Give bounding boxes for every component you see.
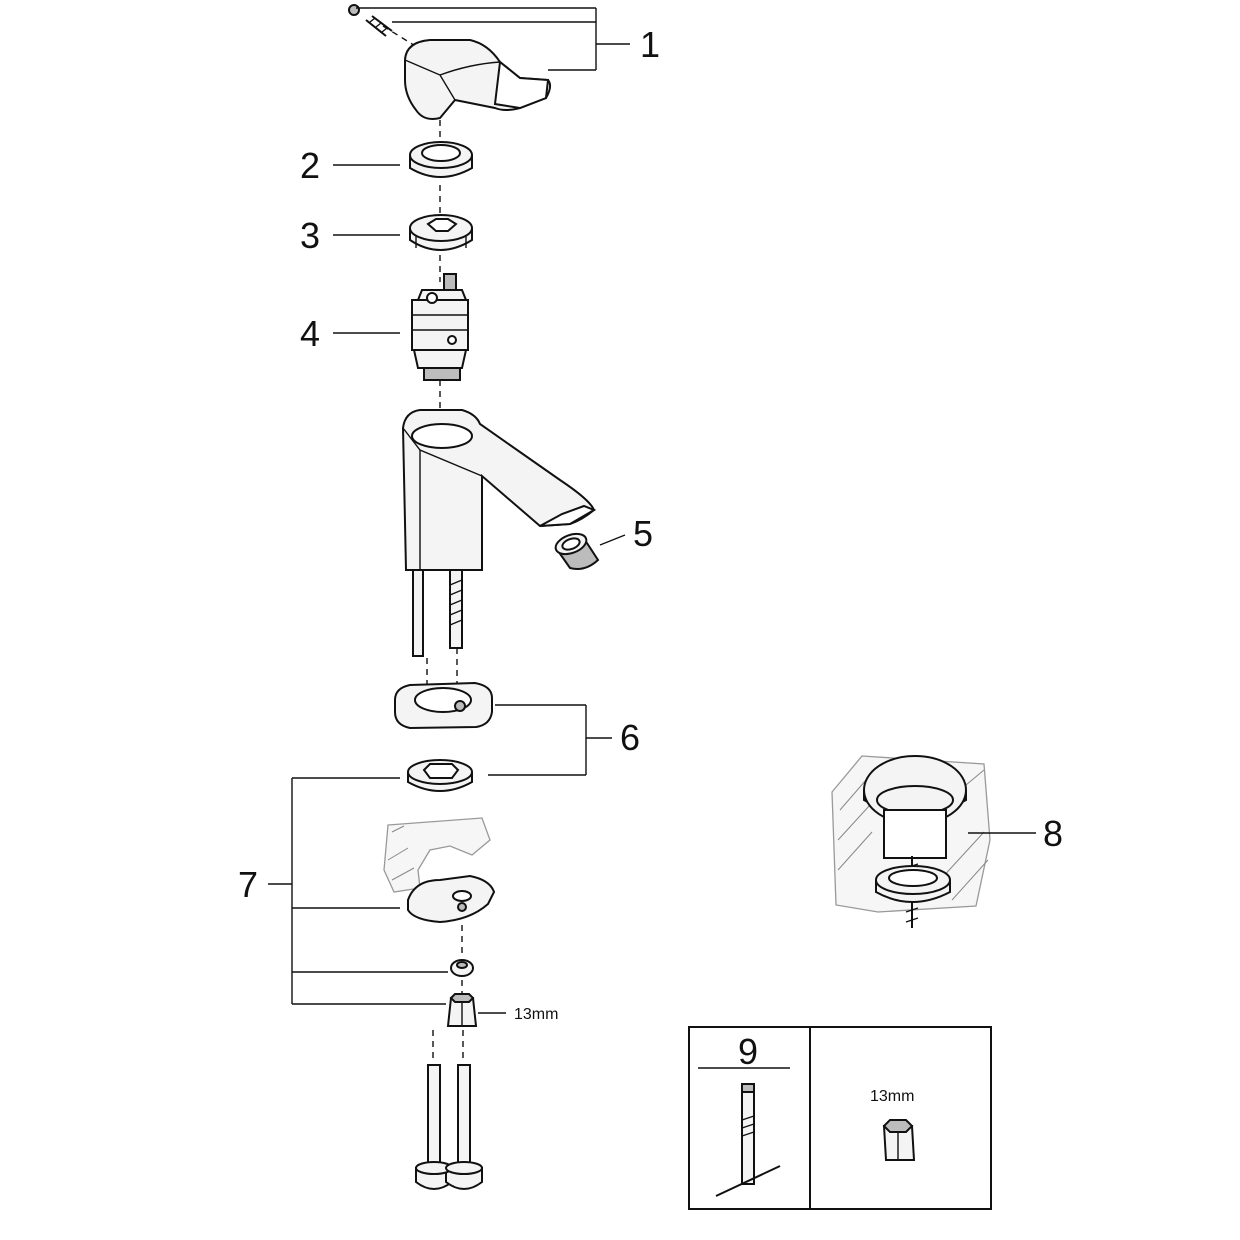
box-nut-size-label: 13mm — [870, 1088, 914, 1105]
threaded-studs — [415, 1064, 483, 1190]
callout-1-leader — [356, 7, 630, 71]
part-7-hex-nut — [446, 993, 478, 1027]
callout-2: 2 — [300, 145, 320, 186]
part-6-seal-ring — [407, 759, 473, 792]
callout-3: 3 — [300, 215, 320, 256]
part-2-cover-ring — [409, 141, 473, 178]
callout-6: 6 — [620, 717, 640, 758]
part-7-horseshoe-washer — [407, 874, 496, 924]
part-8-waste-valve — [831, 755, 991, 928]
part-1-lever-handle — [348, 4, 552, 120]
callout-8: 8 — [1043, 813, 1063, 854]
part-4-cartridge — [411, 273, 469, 381]
part-5-aerator — [554, 532, 600, 570]
callout-9: 9 — [738, 1031, 758, 1072]
nut-size-label: 13mm — [514, 1006, 558, 1023]
callout-7: 7 — [238, 864, 258, 905]
callout-5: 5 — [633, 513, 653, 554]
callout-5-leader — [599, 534, 626, 546]
part-7-washer — [450, 959, 474, 977]
callout-7-leader — [268, 777, 448, 1005]
sink-section-ghost — [383, 817, 491, 893]
faucet-body — [401, 409, 597, 657]
callout-1: 1 — [640, 24, 660, 65]
part-9-tool-box — [688, 1026, 992, 1210]
grub-screw — [365, 15, 393, 37]
part-6-base-plate — [394, 681, 493, 730]
assembly-key-tool — [715, 1083, 781, 1197]
callout-4: 4 — [300, 313, 320, 354]
supply-hoses — [412, 569, 463, 657]
box-hex-socket — [882, 1119, 916, 1161]
callout-6-leader — [488, 704, 612, 776]
part-3-bonnet-nut — [409, 214, 473, 251]
